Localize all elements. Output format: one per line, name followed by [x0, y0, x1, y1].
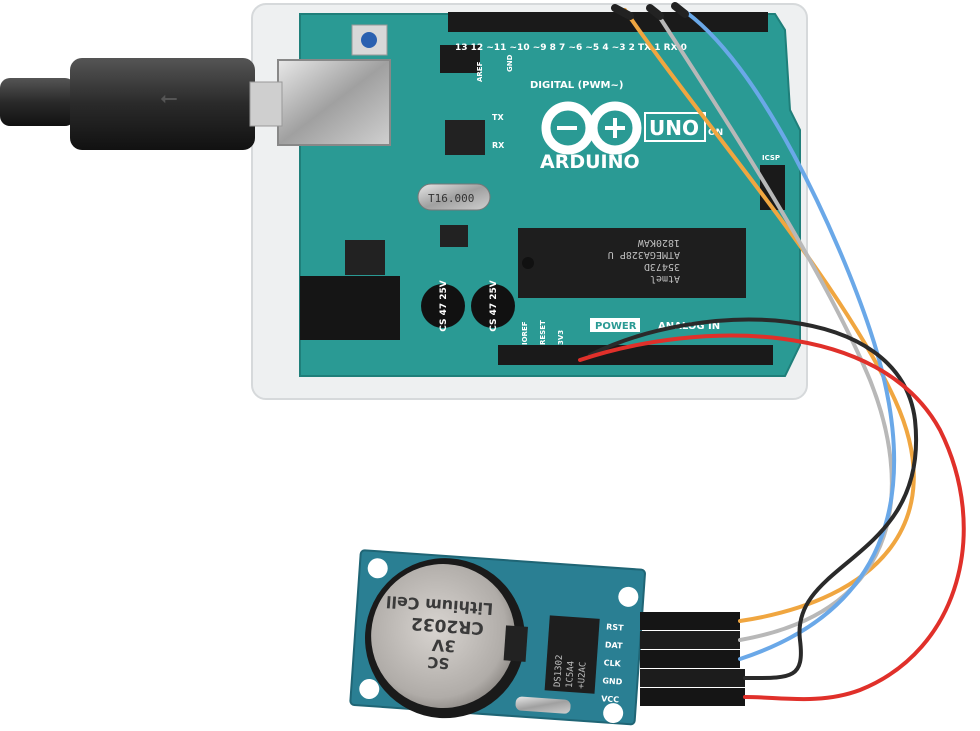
power-label: POWER: [595, 321, 637, 332]
mcu-brand: Atmel: [650, 273, 680, 284]
chip-line3: +U2AC: [577, 661, 589, 689]
battery-line4: SC: [427, 653, 450, 672]
wire-blue: [678, 6, 897, 661]
pin-rst: RST: [606, 622, 625, 632]
capacitor-1: [421, 284, 465, 328]
reset-label: RESET: [539, 320, 547, 345]
icsp-label: ICSP: [762, 154, 780, 162]
mcu-line2: 35473D: [644, 261, 680, 272]
crystal: [417, 183, 491, 211]
usb-b-port: [277, 59, 391, 146]
dupont-connectors: [640, 612, 745, 706]
battery-line3: 3V: [431, 635, 456, 656]
digital-label: DIGITAL (PWM~): [530, 80, 623, 91]
gnd-label: GND: [506, 54, 514, 72]
mcu-line3: 1820KAW: [637, 237, 680, 248]
digital-header: [448, 12, 768, 32]
jumper-wires: [578, 2, 966, 702]
wire-orange: [623, 8, 916, 623]
rtc-module: SC 3V CR2032 Lithium Cell DS1302 1C5A4 +…: [349, 549, 646, 726]
v33-label: 3V3: [557, 330, 565, 345]
ds1302-chip: DS1302 1C5A4 +U2AC: [544, 615, 600, 694]
cap2-label: CS 47 25V: [489, 280, 499, 332]
atmega-chip: Atmel 35473D ATMEGA328P U 1820KAW: [518, 228, 746, 298]
chip-line2: 1C5A4: [565, 661, 577, 689]
dc-jack: [300, 276, 400, 340]
pin-gnd: GND: [602, 676, 623, 686]
pin-dat: DAT: [605, 640, 624, 650]
pin-numbers: 13 12 ~11 ~10 ~9 8 7 ~6 ~5 4 ~3 2 TX 1 R…: [455, 43, 687, 53]
usb-cable: ⭠: [0, 58, 283, 150]
usb-symbol-icon: ⭠: [160, 86, 178, 111]
tx-label: TX: [492, 113, 504, 122]
capacitor-2: [471, 284, 515, 328]
cap1-label: CS 47 25V: [439, 280, 449, 332]
wire-black: [588, 317, 919, 681]
wire-red: [578, 333, 966, 702]
rtc-crystal: [515, 696, 571, 714]
analog-label: ANALOG IN: [658, 321, 720, 332]
chip-line1: DS1302: [553, 654, 565, 687]
ioref-label: IOREF: [521, 321, 529, 345]
arduino-logo: ARDUINO UNO: [540, 101, 706, 173]
brand-text: ARDUINO: [540, 151, 640, 173]
rtc-pin-labels: RST DAT CLK GND VCC: [601, 622, 625, 704]
pin-clk: CLK: [603, 658, 622, 668]
aref-label: AREF: [476, 61, 484, 82]
bottom-header: [498, 345, 773, 365]
coin-cell-battery: [371, 564, 516, 709]
crystal-label: T16.000: [428, 192, 474, 205]
arduino-board: T16.000 CS 47 25V CS 47 25V Atmel 35473D…: [277, 12, 801, 377]
rx-label: RX: [492, 141, 505, 150]
mcu-line1: ATMEGA328P U: [608, 249, 680, 260]
model-text: UNO: [649, 116, 699, 140]
pin-vcc: VCC: [601, 694, 620, 704]
